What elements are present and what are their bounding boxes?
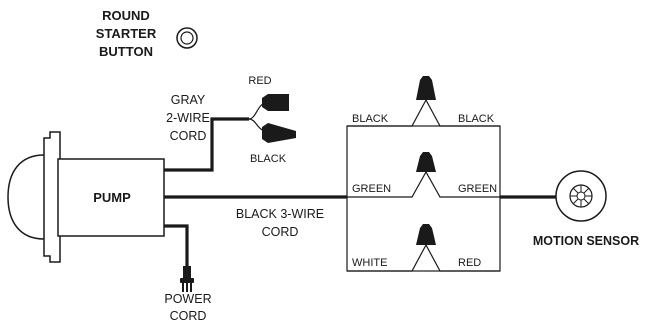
wire-row-3-left-label: WHITE bbox=[352, 257, 387, 269]
power-plug-icon bbox=[180, 266, 194, 292]
power-cord-label-line-2: CORD bbox=[170, 309, 207, 323]
wire-row-2: GREEN GREEN bbox=[347, 152, 500, 198]
gray-cord-wire bbox=[164, 117, 249, 172]
power-cord-group: POWER CORD bbox=[164, 224, 212, 323]
starter-button-label-line-3: BUTTON bbox=[99, 44, 153, 59]
wire-row-3-right-label: RED bbox=[458, 257, 481, 269]
power-cord-wire bbox=[164, 224, 189, 269]
pump-group: PUMP bbox=[7, 131, 165, 263]
pump-dome bbox=[7, 154, 45, 240]
wire-row-1-left-label: BLACK bbox=[352, 113, 389, 125]
gray-cord-label-line-3: CORD bbox=[170, 129, 207, 143]
main-cord-group: BLACK 3-WIRE CORD bbox=[164, 195, 347, 239]
pump-flange bbox=[43, 131, 61, 263]
starter-button-label-line-1: ROUND bbox=[102, 8, 150, 23]
wire-row-2-left-label: GREEN bbox=[352, 183, 391, 195]
motion-sensor-icon bbox=[555, 170, 607, 222]
gray-cord-label-line-1: GRAY bbox=[171, 93, 206, 107]
wire-nut-black-icon bbox=[262, 123, 296, 143]
wire-row-1-right-label: BLACK bbox=[458, 113, 495, 125]
main-cord-label-line-2: CORD bbox=[262, 225, 299, 239]
starter-button-label-line-2: STARTER bbox=[96, 26, 157, 41]
wire-nut-row-3-icon bbox=[416, 224, 436, 245]
pump-body bbox=[57, 158, 165, 237]
motion-sensor-label: MOTION SENSOR bbox=[533, 234, 639, 248]
pump-label: PUMP bbox=[93, 190, 131, 205]
power-cord-label-line-1: POWER bbox=[164, 292, 211, 306]
round-starter-button-icon bbox=[176, 27, 198, 49]
wire-row-2-right-label: GREEN bbox=[458, 183, 497, 195]
wire-nut-row-1-icon bbox=[416, 76, 436, 100]
wire-row-1: BLACK BLACK bbox=[347, 76, 500, 127]
junction-box-group: BLACK BLACK GREEN GREEN WHITE RED bbox=[346, 76, 501, 272]
gray-cord-label-line-2: 2-WIRE bbox=[166, 111, 210, 125]
starter-button-group: ROUND STARTER BUTTON bbox=[96, 8, 198, 59]
wire-nut-row-2-icon bbox=[416, 152, 436, 172]
wire-row-3: WHITE RED bbox=[347, 224, 500, 272]
connector-red-label: RED bbox=[248, 75, 271, 87]
motion-sensor-group: MOTION SENSOR bbox=[500, 170, 639, 248]
main-cord-label-line-1: BLACK 3-WIRE bbox=[236, 207, 324, 221]
gray-cord-group: GRAY 2-WIRE CORD RED BLACK bbox=[164, 75, 296, 172]
connector-black-label: BLACK bbox=[250, 153, 287, 165]
wire-nut-red-icon bbox=[262, 94, 289, 111]
